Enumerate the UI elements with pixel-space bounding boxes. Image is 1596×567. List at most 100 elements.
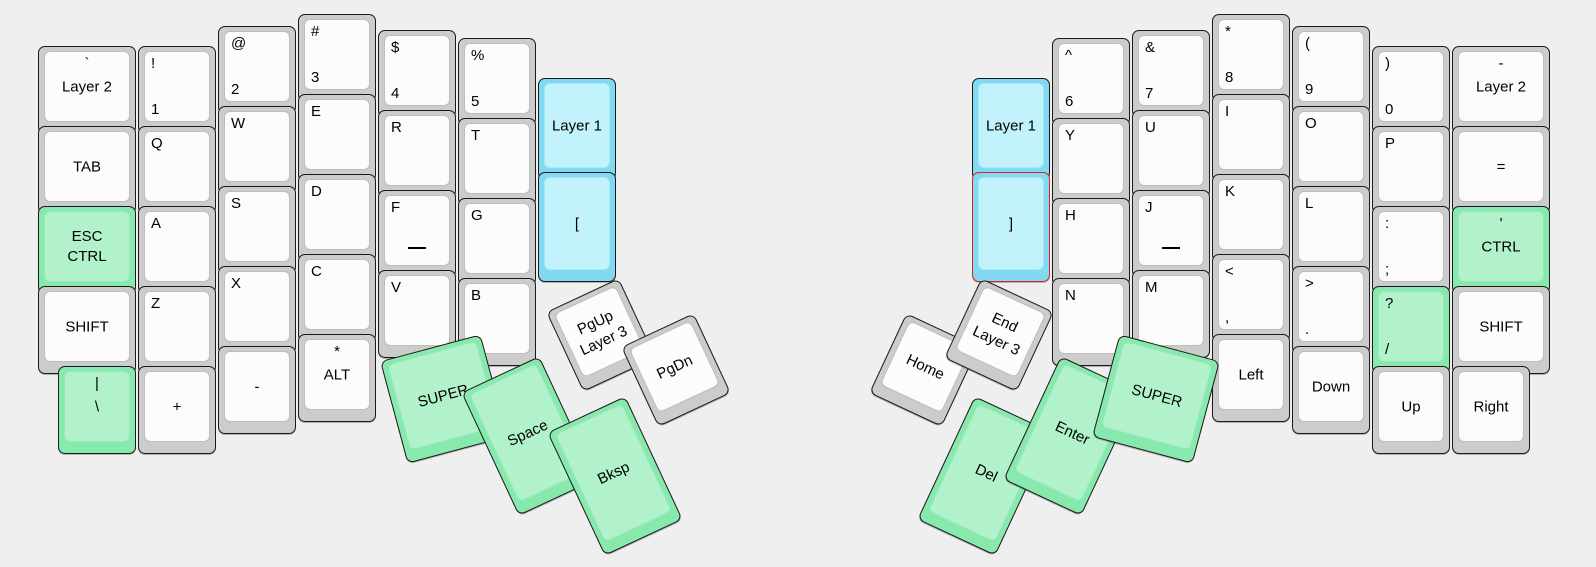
legend-top-center: | [95,375,99,392]
key-right-c4-r5[interactable]: Left [1212,334,1290,422]
key-left-c2-r3[interactable]: A [138,206,216,294]
key-right-c5-r5[interactable]: Down [1292,346,1370,434]
key-left-c3-r5[interactable]: - [218,346,296,434]
key-left-c3-r4[interactable]: X [218,266,296,354]
key-right-c4-r2[interactable]: I [1212,94,1290,182]
homing-bar-icon [408,247,426,249]
key-left-c4-r1[interactable]: #3 [298,14,376,102]
legend-center: - [254,378,260,395]
key-right-c5-r1[interactable]: (9 [1292,26,1370,114]
legend-top-left: L [1305,195,1314,212]
keytop-right-c5-r5: Down [1298,351,1364,422]
keytop-right-c4-r2: I [1218,99,1284,170]
legend-top-center: ` [84,55,90,72]
keytop-right-c7-r5: Right [1458,371,1524,442]
key-right-c2-r4[interactable]: N [1052,278,1130,366]
key-left-c5-r3[interactable]: F [378,190,456,278]
key-right-c1-r1[interactable]: Layer 1 [972,78,1050,180]
key-right-c6-r2[interactable]: P [1372,126,1450,214]
legend-top-left: Y [1065,127,1076,144]
key-right-c3-r3[interactable]: J [1132,190,1210,278]
keytop-right-c3-r4: M [1138,275,1204,346]
key-left-c4-r5[interactable]: *ALT [298,334,376,422]
key-right-c7-r3[interactable]: 'CTRL [1452,206,1550,294]
key-right-c7-r5[interactable]: Right [1452,366,1530,454]
keytop-left-c4-r4: C [304,259,370,330]
legend-center: Layer 2 [1475,78,1527,95]
legend-top-center: * [334,343,340,360]
keytop-left-c1-r4: SHIFT [44,291,130,362]
keytop-right-c6-r5: Up [1378,371,1444,442]
key-left-c1-r1[interactable]: `Layer 2 [38,46,136,134]
legend-top-left: W [231,115,246,132]
keytop-left-c6-r3: G [464,203,530,274]
legend-top-left: D [311,183,322,200]
keytop-right-c1-r1: Layer 1 [978,83,1044,168]
legend-bottom-left: 2 [231,81,240,98]
key-left-c4-r2[interactable]: E [298,94,376,182]
keytop-right-c7-r2: = [1458,131,1544,202]
legend-top-left: H [1065,207,1076,224]
legend-bottom-left: 7 [1145,85,1154,102]
key-left-c4-r4[interactable]: C [298,254,376,342]
keytop-right-c5-r4: >. [1298,271,1364,342]
key-left-c5-r2[interactable]: R [378,110,456,198]
key-right-c3-r2[interactable]: U [1132,110,1210,198]
key-right-c7-r4[interactable]: SHIFT [1452,286,1550,374]
key-right-c2-r2[interactable]: Y [1052,118,1130,206]
legend-top-left: > [1305,275,1314,292]
keytop-left-c2-r1: !1 [144,51,210,122]
key-left-c2-r4[interactable]: Z [138,286,216,374]
key-left-c2-r5[interactable]: + [138,366,216,454]
keytop-left-c5-r3: F [384,195,450,266]
key-left-c1-r4[interactable]: SHIFT [38,286,136,374]
key-left-c3-r1[interactable]: @2 [218,26,296,114]
key-right-c4-r3[interactable]: K [1212,174,1290,262]
legend-top-center: - [1498,55,1504,72]
keytop-left-c4-r2: E [304,99,370,170]
key-right-c2-r3[interactable]: H [1052,198,1130,286]
key-right-c6-r3[interactable]: :; [1372,206,1450,294]
key-right-c3-r4[interactable]: M [1132,270,1210,358]
key-right-c6-r5[interactable]: Up [1372,366,1450,454]
key-left-c6-r3[interactable]: G [458,198,536,286]
key-right-c3-r1[interactable]: &7 [1132,30,1210,118]
key-left-c2-r2[interactable]: Q [138,126,216,214]
key-left-c4-r3[interactable]: D [298,174,376,262]
key-right-c7-r1[interactable]: - Layer 2 [1452,46,1550,134]
key-left-c5-r1[interactable]: $4 [378,30,456,118]
key-right-c6-r1[interactable]: )0 [1372,46,1450,134]
key-left-c6-r1[interactable]: %5 [458,38,536,126]
key-left-c6-r2[interactable]: T [458,118,536,206]
key-left-c7-r2[interactable]: [ [538,172,616,282]
key-right-c1-r2[interactable]: ] [972,172,1050,282]
key-right-c4-r4[interactable]: <, [1212,254,1290,342]
key-right-c5-r4[interactable]: >. [1292,266,1370,354]
legend-top-left: E [311,103,322,120]
key-left-c5-r4[interactable]: V [378,270,456,358]
legend-top-center: ' [1499,215,1503,232]
key-left-c1-r2[interactable]: TAB [38,126,136,214]
legend-center-line1: ESC [71,227,103,245]
key-left-c7-r1[interactable]: Layer 1 [538,78,616,180]
keytop-right-c5-r1: (9 [1298,31,1364,102]
key-left-c3-r3[interactable]: S [218,186,296,274]
legend-bottom-left: ; [1385,261,1390,278]
legend-top-left: I [1225,103,1230,120]
keytop-right-c4-r5: Left [1218,339,1284,410]
key-right-c2-r1[interactable]: ^6 [1052,38,1130,126]
key-right-c4-r1[interactable]: *8 [1212,14,1290,102]
key-left-c2-r1[interactable]: !1 [138,46,216,134]
keytop-right-c3-r3: J [1138,195,1204,266]
key-left-c3-r2[interactable]: W [218,106,296,194]
key-left-c1-r5[interactable]: |\ [58,366,136,454]
key-right-c6-r4[interactable]: ?/ [1372,286,1450,374]
key-right-c5-r3[interactable]: L [1292,186,1370,274]
legend-top-left: A [151,215,162,232]
key-right-c7-r2[interactable]: = [1452,126,1550,214]
keytop-right-c5-r2: O [1298,111,1364,182]
keytop-left-c3-r4: X [224,271,290,342]
key-right-c5-r2[interactable]: O [1292,106,1370,194]
